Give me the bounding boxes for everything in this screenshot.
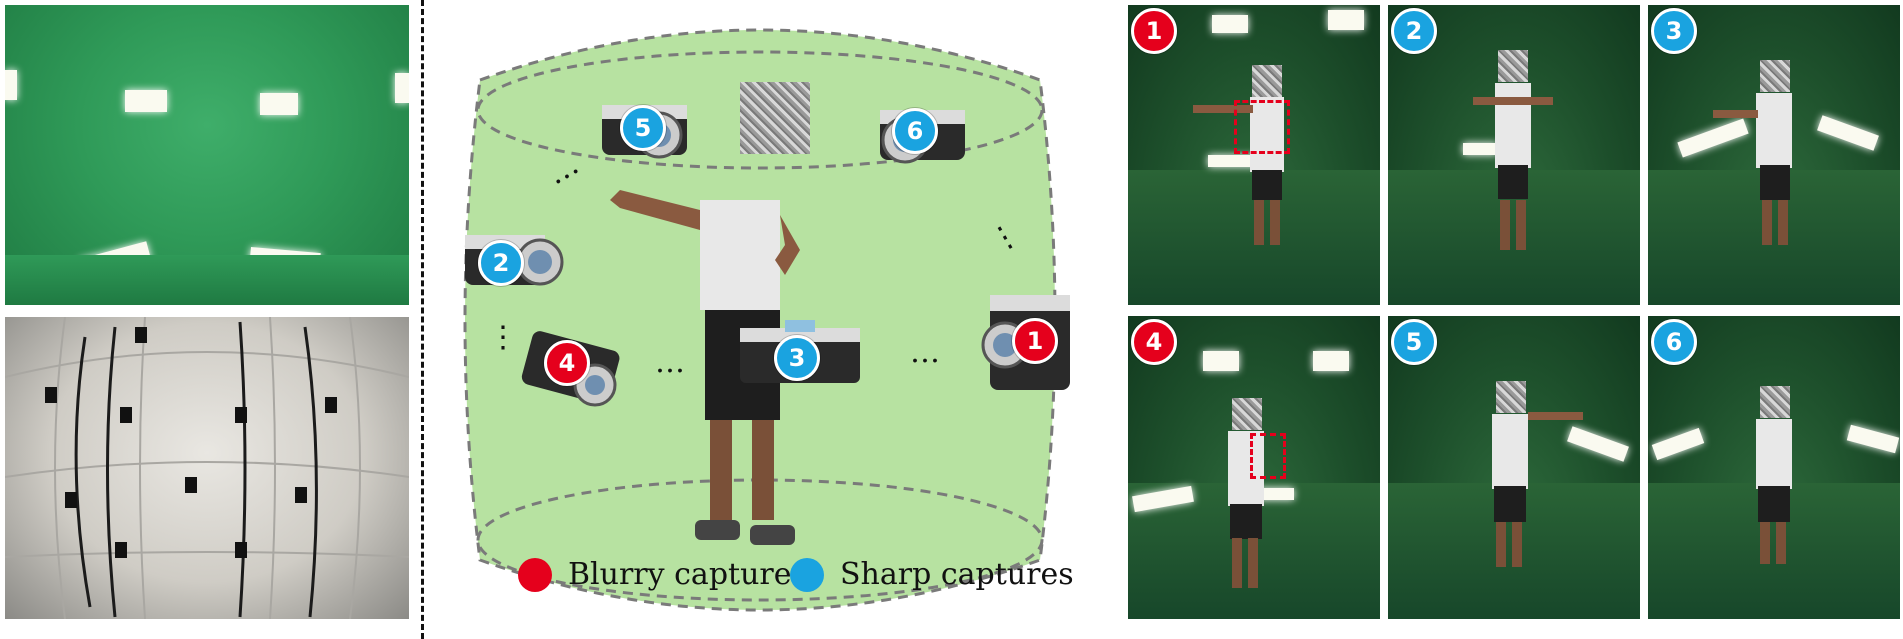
legend-sharp-dot: [790, 558, 824, 592]
view-5-badge: 5: [1391, 319, 1437, 365]
camera-3-badge: 3: [774, 335, 820, 381]
blur-highlight-box: [1234, 100, 1290, 154]
blur-highlight-box: [1250, 433, 1286, 479]
view-2-photo: [1388, 5, 1640, 305]
volume-top-ring: [476, 50, 1044, 170]
camera-4-badge: 4: [544, 340, 590, 386]
view-6-badge: 6: [1651, 319, 1697, 365]
camera-6-badge: 6: [892, 108, 938, 154]
legend-sharp-label: Sharp captures: [840, 557, 1074, 592]
view-6-photo: [1648, 316, 1900, 619]
view-1-photo: [1128, 5, 1380, 305]
view-3-photo: [1648, 5, 1900, 305]
ellipsis-3: …: [655, 345, 685, 380]
view-4-photo: [1128, 316, 1380, 619]
face-mosaic: [740, 82, 810, 154]
camera-dome-photo: [5, 317, 409, 619]
legend-blurry-label: Blurry captures: [568, 557, 807, 592]
camera-5-badge: 5: [620, 105, 666, 151]
legend-blurry-dot: [518, 558, 552, 592]
green-studio-photo: [5, 5, 409, 305]
section-divider: [421, 0, 424, 639]
view-1-badge: 1: [1131, 8, 1177, 54]
view-3-badge: 3: [1651, 8, 1697, 54]
camera-1-badge: 1: [1012, 318, 1058, 364]
view-2-badge: 2: [1391, 8, 1437, 54]
ellipsis-4: …: [910, 335, 940, 370]
camera-2-badge: 2: [478, 240, 524, 286]
view-5-photo: [1388, 316, 1640, 619]
ellipsis-2: ⋮: [488, 320, 518, 355]
view-4-badge: 4: [1131, 319, 1177, 365]
